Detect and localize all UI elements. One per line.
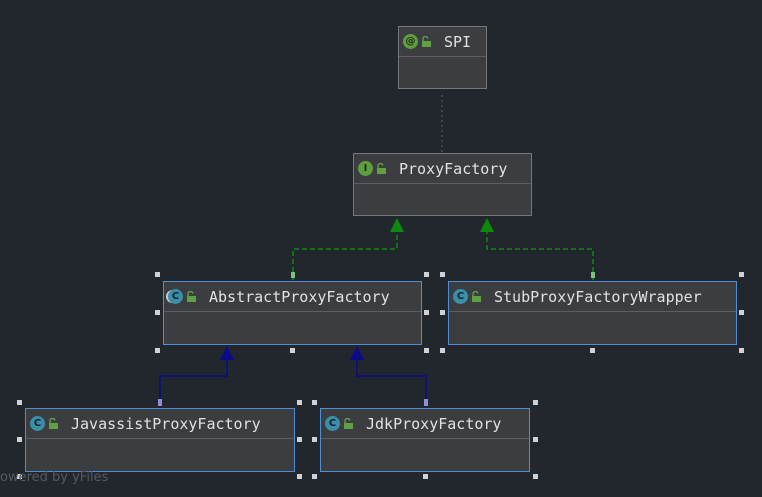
resize-handle[interactable] xyxy=(440,272,445,277)
node-title: JavassistProxyFactory xyxy=(71,414,261,433)
resize-handle[interactable] xyxy=(440,348,445,353)
node-javassist-proxy-factory-header: C JavassistProxyFactory xyxy=(26,409,294,439)
unlock-icon xyxy=(344,418,353,429)
resize-handle[interactable] xyxy=(17,437,22,442)
annotation-icon: @ xyxy=(403,34,418,49)
edge-abstract-implements-proxyfactory xyxy=(292,231,398,280)
node-title: ProxyFactory xyxy=(399,159,508,178)
node-spi[interactable]: @ SPI xyxy=(398,26,487,89)
resize-handle[interactable] xyxy=(290,348,295,353)
arrowhead-implements-left xyxy=(390,218,404,232)
node-proxy-factory-header: I ProxyFactory xyxy=(354,154,531,184)
resize-handle[interactable] xyxy=(312,437,317,442)
node-abstract-proxy-factory-header: C AbstractProxyFactory xyxy=(164,282,421,312)
edge-port xyxy=(591,272,595,278)
edge-port xyxy=(424,399,428,406)
resize-handle[interactable] xyxy=(533,437,538,442)
resize-handle[interactable] xyxy=(739,272,744,277)
class-icon: C xyxy=(453,289,468,304)
node-title: JdkProxyFactory xyxy=(366,414,502,433)
node-jdk-proxy-factory[interactable]: C JdkProxyFactory xyxy=(320,408,530,472)
node-title: StubProxyFactoryWrapper xyxy=(494,287,702,306)
unlock-icon xyxy=(187,291,196,302)
resize-handle[interactable] xyxy=(312,400,317,405)
resize-handle[interactable] xyxy=(17,474,22,479)
unlock-icon xyxy=(49,418,58,429)
edge-jdk-extends-abstract xyxy=(356,359,427,407)
resize-handle[interactable] xyxy=(155,310,160,315)
edge-javassist-extends-abstract xyxy=(159,359,228,407)
resize-handle[interactable] xyxy=(424,348,429,353)
resize-handle[interactable] xyxy=(297,400,302,405)
arrowhead-extends-left xyxy=(220,346,234,360)
resize-handle[interactable] xyxy=(312,474,317,479)
class-icon: C xyxy=(30,416,45,431)
node-stub-proxy-factory-wrapper-header: C StubProxyFactoryWrapper xyxy=(449,282,736,312)
resize-handle[interactable] xyxy=(297,474,302,479)
unlock-icon xyxy=(472,291,481,302)
interface-icon: I xyxy=(358,161,373,176)
resize-handle[interactable] xyxy=(739,348,744,353)
resize-handle[interactable] xyxy=(424,272,429,277)
node-title: SPI xyxy=(444,32,472,51)
resize-handle[interactable] xyxy=(423,474,428,479)
unlock-icon xyxy=(377,163,386,174)
node-abstract-proxy-factory[interactable]: C AbstractProxyFactory xyxy=(163,281,422,345)
arrowhead-extends-right xyxy=(350,346,364,360)
resize-handle[interactable] xyxy=(155,272,160,277)
node-javassist-proxy-factory[interactable]: C JavassistProxyFactory xyxy=(25,408,295,472)
arrowhead-implements-right xyxy=(480,218,494,232)
edge-port xyxy=(158,399,162,406)
unlock-icon xyxy=(422,36,431,47)
yfiles-watermark: owered by yFiles xyxy=(0,470,109,485)
resize-handle[interactable] xyxy=(533,400,538,405)
resize-handle[interactable] xyxy=(17,400,22,405)
resize-handle[interactable] xyxy=(533,474,538,479)
edge-stub-implements-proxyfactory xyxy=(486,231,594,280)
node-spi-header: @ SPI xyxy=(399,27,486,57)
edge-port xyxy=(291,272,295,278)
node-title: AbstractProxyFactory xyxy=(209,287,390,306)
class-icon: C xyxy=(325,416,340,431)
resize-handle[interactable] xyxy=(440,310,445,315)
resize-handle[interactable] xyxy=(424,310,429,315)
node-proxy-factory[interactable]: I ProxyFactory xyxy=(353,153,532,216)
resize-handle[interactable] xyxy=(297,437,302,442)
resize-handle[interactable] xyxy=(590,348,595,353)
resize-handle[interactable] xyxy=(155,348,160,353)
abstract-class-icon: C xyxy=(168,289,183,304)
node-stub-proxy-factory-wrapper[interactable]: C StubProxyFactoryWrapper xyxy=(448,281,737,345)
resize-handle[interactable] xyxy=(739,310,744,315)
node-jdk-proxy-factory-header: C JdkProxyFactory xyxy=(321,409,529,439)
